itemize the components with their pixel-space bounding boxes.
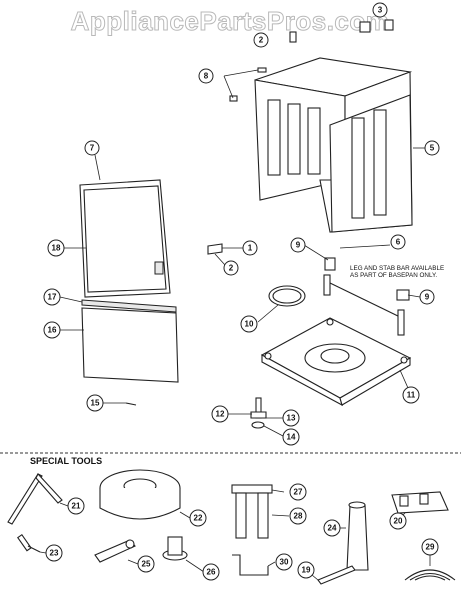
tool-pick: [311, 565, 356, 585]
callout-16: 16: [43, 321, 61, 339]
callout-6-label: 6: [396, 238, 401, 247]
callout-9-label: 9: [296, 241, 301, 250]
tool-hub-puller: [162, 536, 205, 573]
watermark: AppliancePartsPros.com: [71, 6, 390, 36]
callout-26-label: 26: [207, 568, 216, 577]
tool-clip: [391, 491, 449, 517]
callout-3: 3: [372, 2, 388, 18]
callout-2-label: 2: [259, 36, 264, 45]
tool-spring: [404, 555, 456, 581]
basepan-note-line2: AS PART OF BASEPAN ONLY.: [350, 272, 437, 279]
callout-2: 2: [253, 32, 269, 48]
callout-29-label: 29: [426, 543, 435, 552]
callout-27-label: 27: [294, 488, 303, 497]
tool-filter: [340, 501, 369, 571]
callout-20: 20: [389, 512, 407, 530]
callout-30-label: 30: [280, 558, 289, 567]
stab-bar: [303, 244, 421, 336]
callout-28: 28: [289, 507, 307, 525]
callout-20-label: 20: [394, 517, 403, 526]
callout-27: 27: [289, 483, 307, 501]
callout-2-b-label: 2: [229, 264, 234, 273]
trim-strip: [59, 296, 177, 313]
top-fasteners: [223, 19, 394, 102]
cabinet: [254, 57, 425, 233]
tool-key: [17, 533, 47, 554]
callout-14-label: 14: [287, 433, 296, 442]
callout-11-label: 11: [407, 391, 416, 400]
callout-13: 13: [282, 409, 300, 427]
special-tools-heading: SPECIAL TOOLS: [30, 456, 102, 466]
callout-1: 1: [242, 240, 258, 256]
callout-2-b: 2: [223, 260, 239, 276]
callout-19: 19: [297, 561, 315, 579]
callout-17-label: 17: [48, 293, 57, 302]
callout-23: 23: [45, 544, 63, 562]
callout-25-label: 25: [142, 560, 151, 569]
callout-15: 15: [86, 394, 104, 412]
callout-9-b-label: 9: [425, 293, 430, 302]
callout-22-label: 22: [194, 514, 203, 523]
leveling-leg: [228, 397, 284, 437]
callout-8-label: 8: [204, 72, 209, 81]
front-panel: [60, 307, 179, 383]
callout-17: 17: [43, 288, 61, 306]
callout-6: 6: [390, 234, 406, 250]
tool-bracket: [232, 554, 276, 576]
callout-26: 26: [202, 563, 220, 581]
tool-collar: [99, 469, 191, 520]
callout-5: 5: [424, 140, 440, 156]
callout-18-label: 18: [52, 244, 61, 253]
callout-16-label: 16: [48, 326, 57, 335]
tool-flat-wrench: [94, 539, 139, 565]
callout-13-label: 13: [287, 414, 296, 423]
callout-21-label: 21: [72, 502, 81, 511]
callout-12: 12: [211, 405, 229, 423]
tool-spanner: [7, 473, 69, 525]
callout-15-label: 15: [91, 399, 100, 408]
clamp-ring: [257, 285, 306, 323]
callout-22: 22: [189, 509, 207, 527]
callout-24: 24: [323, 519, 341, 537]
callout-7-label: 7: [90, 144, 95, 153]
callout-9-b: 9: [419, 289, 435, 305]
callout-21: 21: [67, 497, 85, 515]
callout-19-label: 19: [302, 566, 311, 575]
callout-8: 8: [198, 68, 214, 84]
callout-25: 25: [137, 555, 155, 573]
callout-28-label: 28: [294, 512, 303, 521]
screw: [103, 402, 137, 406]
callout-12-label: 12: [216, 410, 225, 419]
callout-30: 30: [275, 553, 293, 571]
lid-panel: [64, 154, 171, 298]
callout-10: 10: [240, 315, 258, 333]
callout-14: 14: [282, 428, 300, 446]
callout-24-label: 24: [328, 524, 337, 533]
callout-3-label: 3: [378, 6, 383, 15]
callout-11: 11: [402, 386, 420, 404]
callout-7: 7: [84, 140, 100, 156]
callout-29: 29: [421, 538, 439, 556]
tool-clamp: [231, 484, 290, 539]
hinge-bracket: [207, 243, 244, 266]
callout-10-label: 10: [245, 320, 254, 329]
callout-1-label: 1: [248, 244, 253, 253]
basepan-note-line1: LEG AND STAB BAR AVAILABLE: [350, 265, 444, 272]
callout-5-label: 5: [430, 144, 435, 153]
callout-23-label: 23: [50, 549, 59, 558]
callout-9: 9: [290, 237, 306, 253]
base-pan: [260, 317, 412, 407]
callout-18: 18: [47, 239, 65, 257]
